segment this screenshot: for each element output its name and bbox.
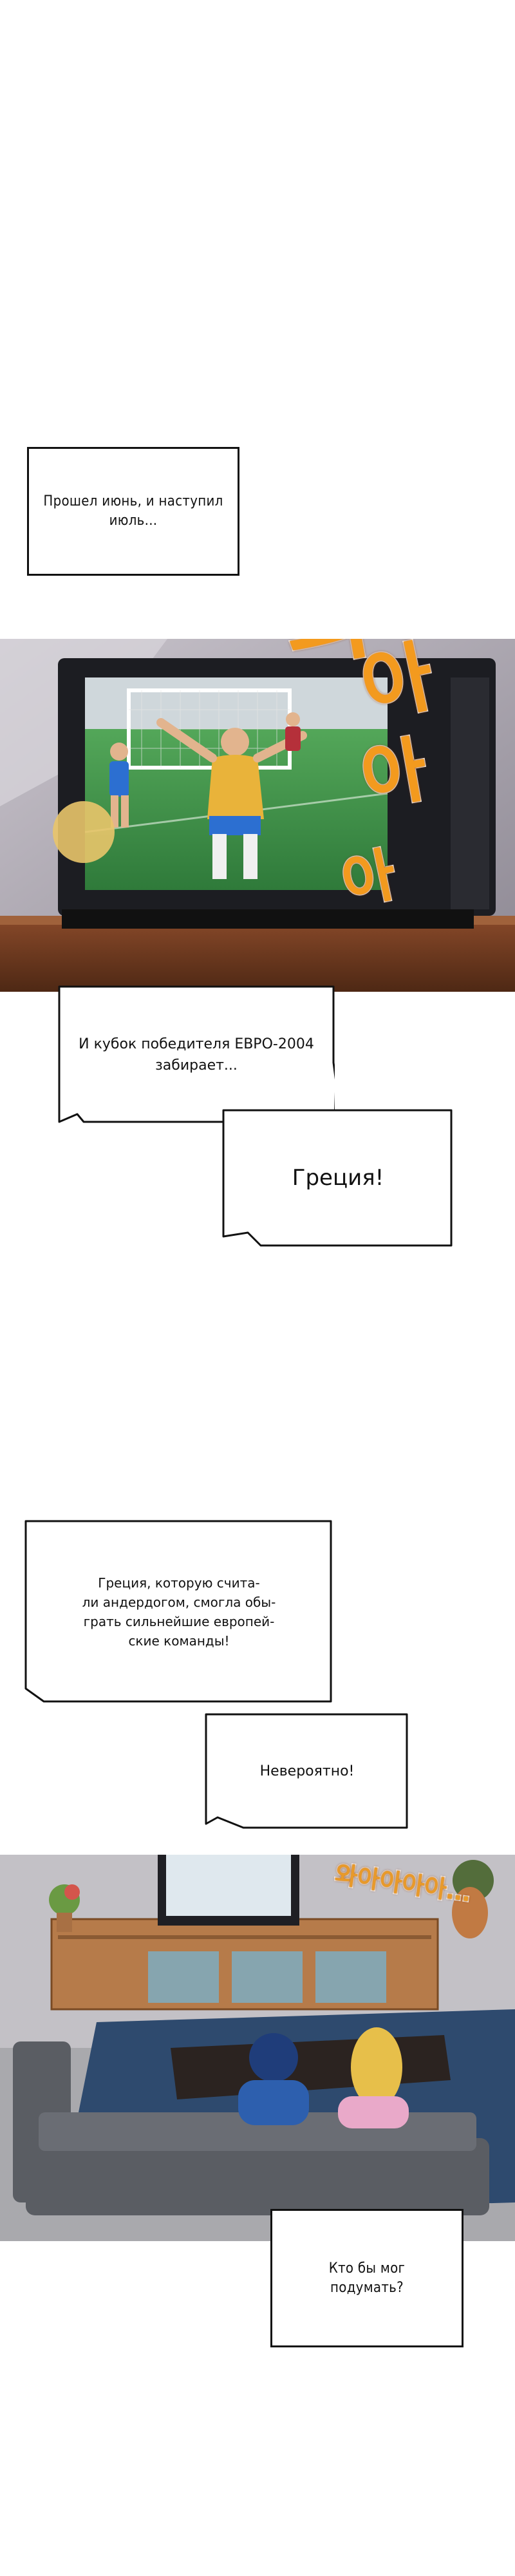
person-blonde xyxy=(338,2027,409,2128)
player-back xyxy=(285,712,301,751)
caption-box-3: Греция! xyxy=(222,1109,454,1247)
player-left xyxy=(109,743,129,828)
caption-text-3: Греция! xyxy=(292,1165,384,1191)
caption-text-6: Кто бы мог подумать? xyxy=(328,2260,406,2296)
panel-tv-football: 와 아 아 아 xyxy=(0,639,515,992)
caption-box-6: Кто бы мог подумать? xyxy=(270,2209,464,2347)
living-room-illustration xyxy=(0,1855,515,2241)
caption-box-1: Прошел июнь, и наступил июль... xyxy=(27,447,239,576)
caption-box-2: И кубок победителя ЕВРО-2004 забирает... xyxy=(58,985,335,1124)
caption-text-2: И кубок победителя ЕВРО-2004 забирает... xyxy=(79,1036,314,1074)
caption-text-5: Невероятно! xyxy=(259,1763,355,1779)
tv-scene-illustration xyxy=(0,639,515,992)
caption-box-4: Греция, которую счита- ли андердогом, см… xyxy=(24,1520,333,1703)
person-blue-hair xyxy=(238,2033,309,2125)
panel-living-room: 와아아아아… xyxy=(0,1855,515,2241)
ball xyxy=(53,801,115,863)
caption-text-4: Греция, которую счита- ли андердогом, см… xyxy=(82,1575,276,1649)
caption-text-1: Прошел июнь, и наступил июль... xyxy=(43,493,223,529)
caption-box-5: Невероятно! xyxy=(205,1713,409,1829)
